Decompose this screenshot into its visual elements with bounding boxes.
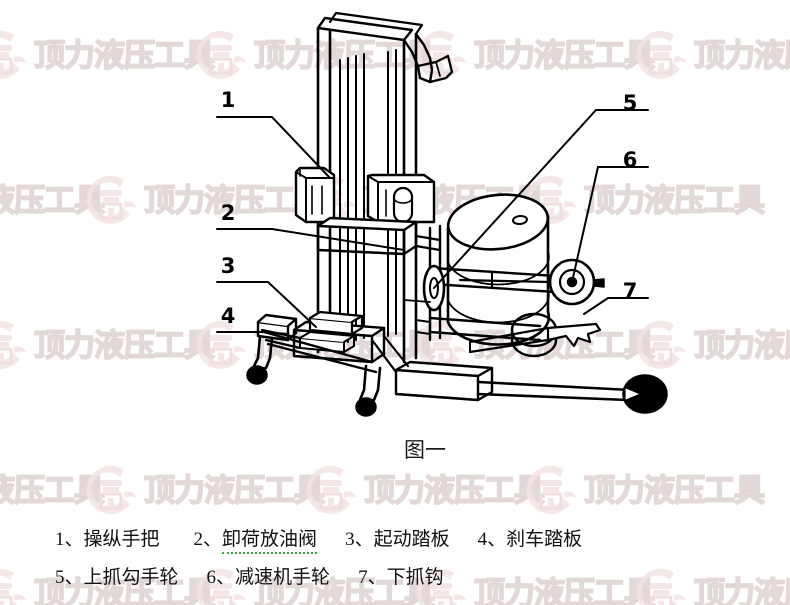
legend-row: 5、上抓勾手轮 6、减速机手轮 7、下抓钩 xyxy=(0,562,790,600)
leader-line-2 xyxy=(216,228,405,251)
callout-number-7: 7 xyxy=(623,279,638,303)
legend-list: 1、操纵手把 2、卸荷放油阀 3、起动踏板 4、刹车踏板 5、上抓勾手轮 6、减速机手轮 7… xyxy=(0,524,790,600)
legend-item-label: 起动踏板 xyxy=(373,528,450,550)
callout-number-4: 4 xyxy=(221,304,236,328)
callout-number-5: 5 xyxy=(623,91,638,115)
leader-line-4 xyxy=(216,331,289,335)
legend-item-4: 4、刹车踏板 xyxy=(478,524,583,551)
legend-item-number: 6、 xyxy=(206,567,236,588)
drum-barrel xyxy=(446,193,551,346)
leader-line-1 xyxy=(216,116,331,179)
leader-line-5 xyxy=(433,109,649,289)
leader-line-3 xyxy=(216,281,317,328)
callout-number-3: 3 xyxy=(221,254,236,278)
legend-row: 1、操纵手把 2、卸荷放油阀 3、起动踏板 4、刹车踏板 xyxy=(0,524,790,562)
figure-caption: 图一 xyxy=(404,438,446,462)
legend-item-label: 操纵手把 xyxy=(83,528,160,550)
unload-oil-release-valve xyxy=(392,186,414,224)
legend-item-number: 3、 xyxy=(345,529,374,550)
legend-item-6: 6、减速机手轮 xyxy=(207,562,331,589)
legend-item-number: 2、 xyxy=(193,529,223,550)
brake-pedal-arm xyxy=(256,313,378,374)
legend-item-number: 4、 xyxy=(477,529,507,550)
left-caster-wheel xyxy=(246,334,274,385)
legend-item-number: 7、 xyxy=(358,567,387,588)
lower-grab-hook xyxy=(468,322,602,354)
legend-item-label: 下抓钩 xyxy=(386,566,444,588)
connecting-struts xyxy=(370,299,431,374)
legend-item-number: 5、 xyxy=(55,567,84,588)
legend-item-1: 1、操纵手把 xyxy=(55,524,160,551)
carriage-platform xyxy=(316,216,442,256)
callout-number-6: 6 xyxy=(623,148,638,172)
gearbox-handwheel xyxy=(458,258,605,306)
legend-item-label: 刹车踏板 xyxy=(506,528,583,550)
legend-item-5: 5、上抓勾手轮 xyxy=(55,562,179,589)
legend-item-2: 2、卸荷放油阀 xyxy=(194,524,318,554)
callout-number-1: 1 xyxy=(221,88,236,112)
legend-item-label: 卸荷放油阀 xyxy=(222,524,318,554)
legend-item-number: 1、 xyxy=(55,529,84,550)
tow-bar-handle xyxy=(476,374,668,414)
leader-line-6 xyxy=(571,166,649,283)
center-caster-wheel xyxy=(355,364,382,417)
callout-number-2: 2 xyxy=(221,201,236,225)
leader-line-7 xyxy=(583,297,649,315)
legend-item-7: 7、下抓钩 xyxy=(358,562,444,589)
start-pedal xyxy=(308,310,364,336)
legend-item-label: 上抓勾手轮 xyxy=(83,566,179,588)
legend-item-3: 3、起动踏板 xyxy=(345,524,450,551)
legend-item-label: 减速机手轮 xyxy=(235,566,331,588)
